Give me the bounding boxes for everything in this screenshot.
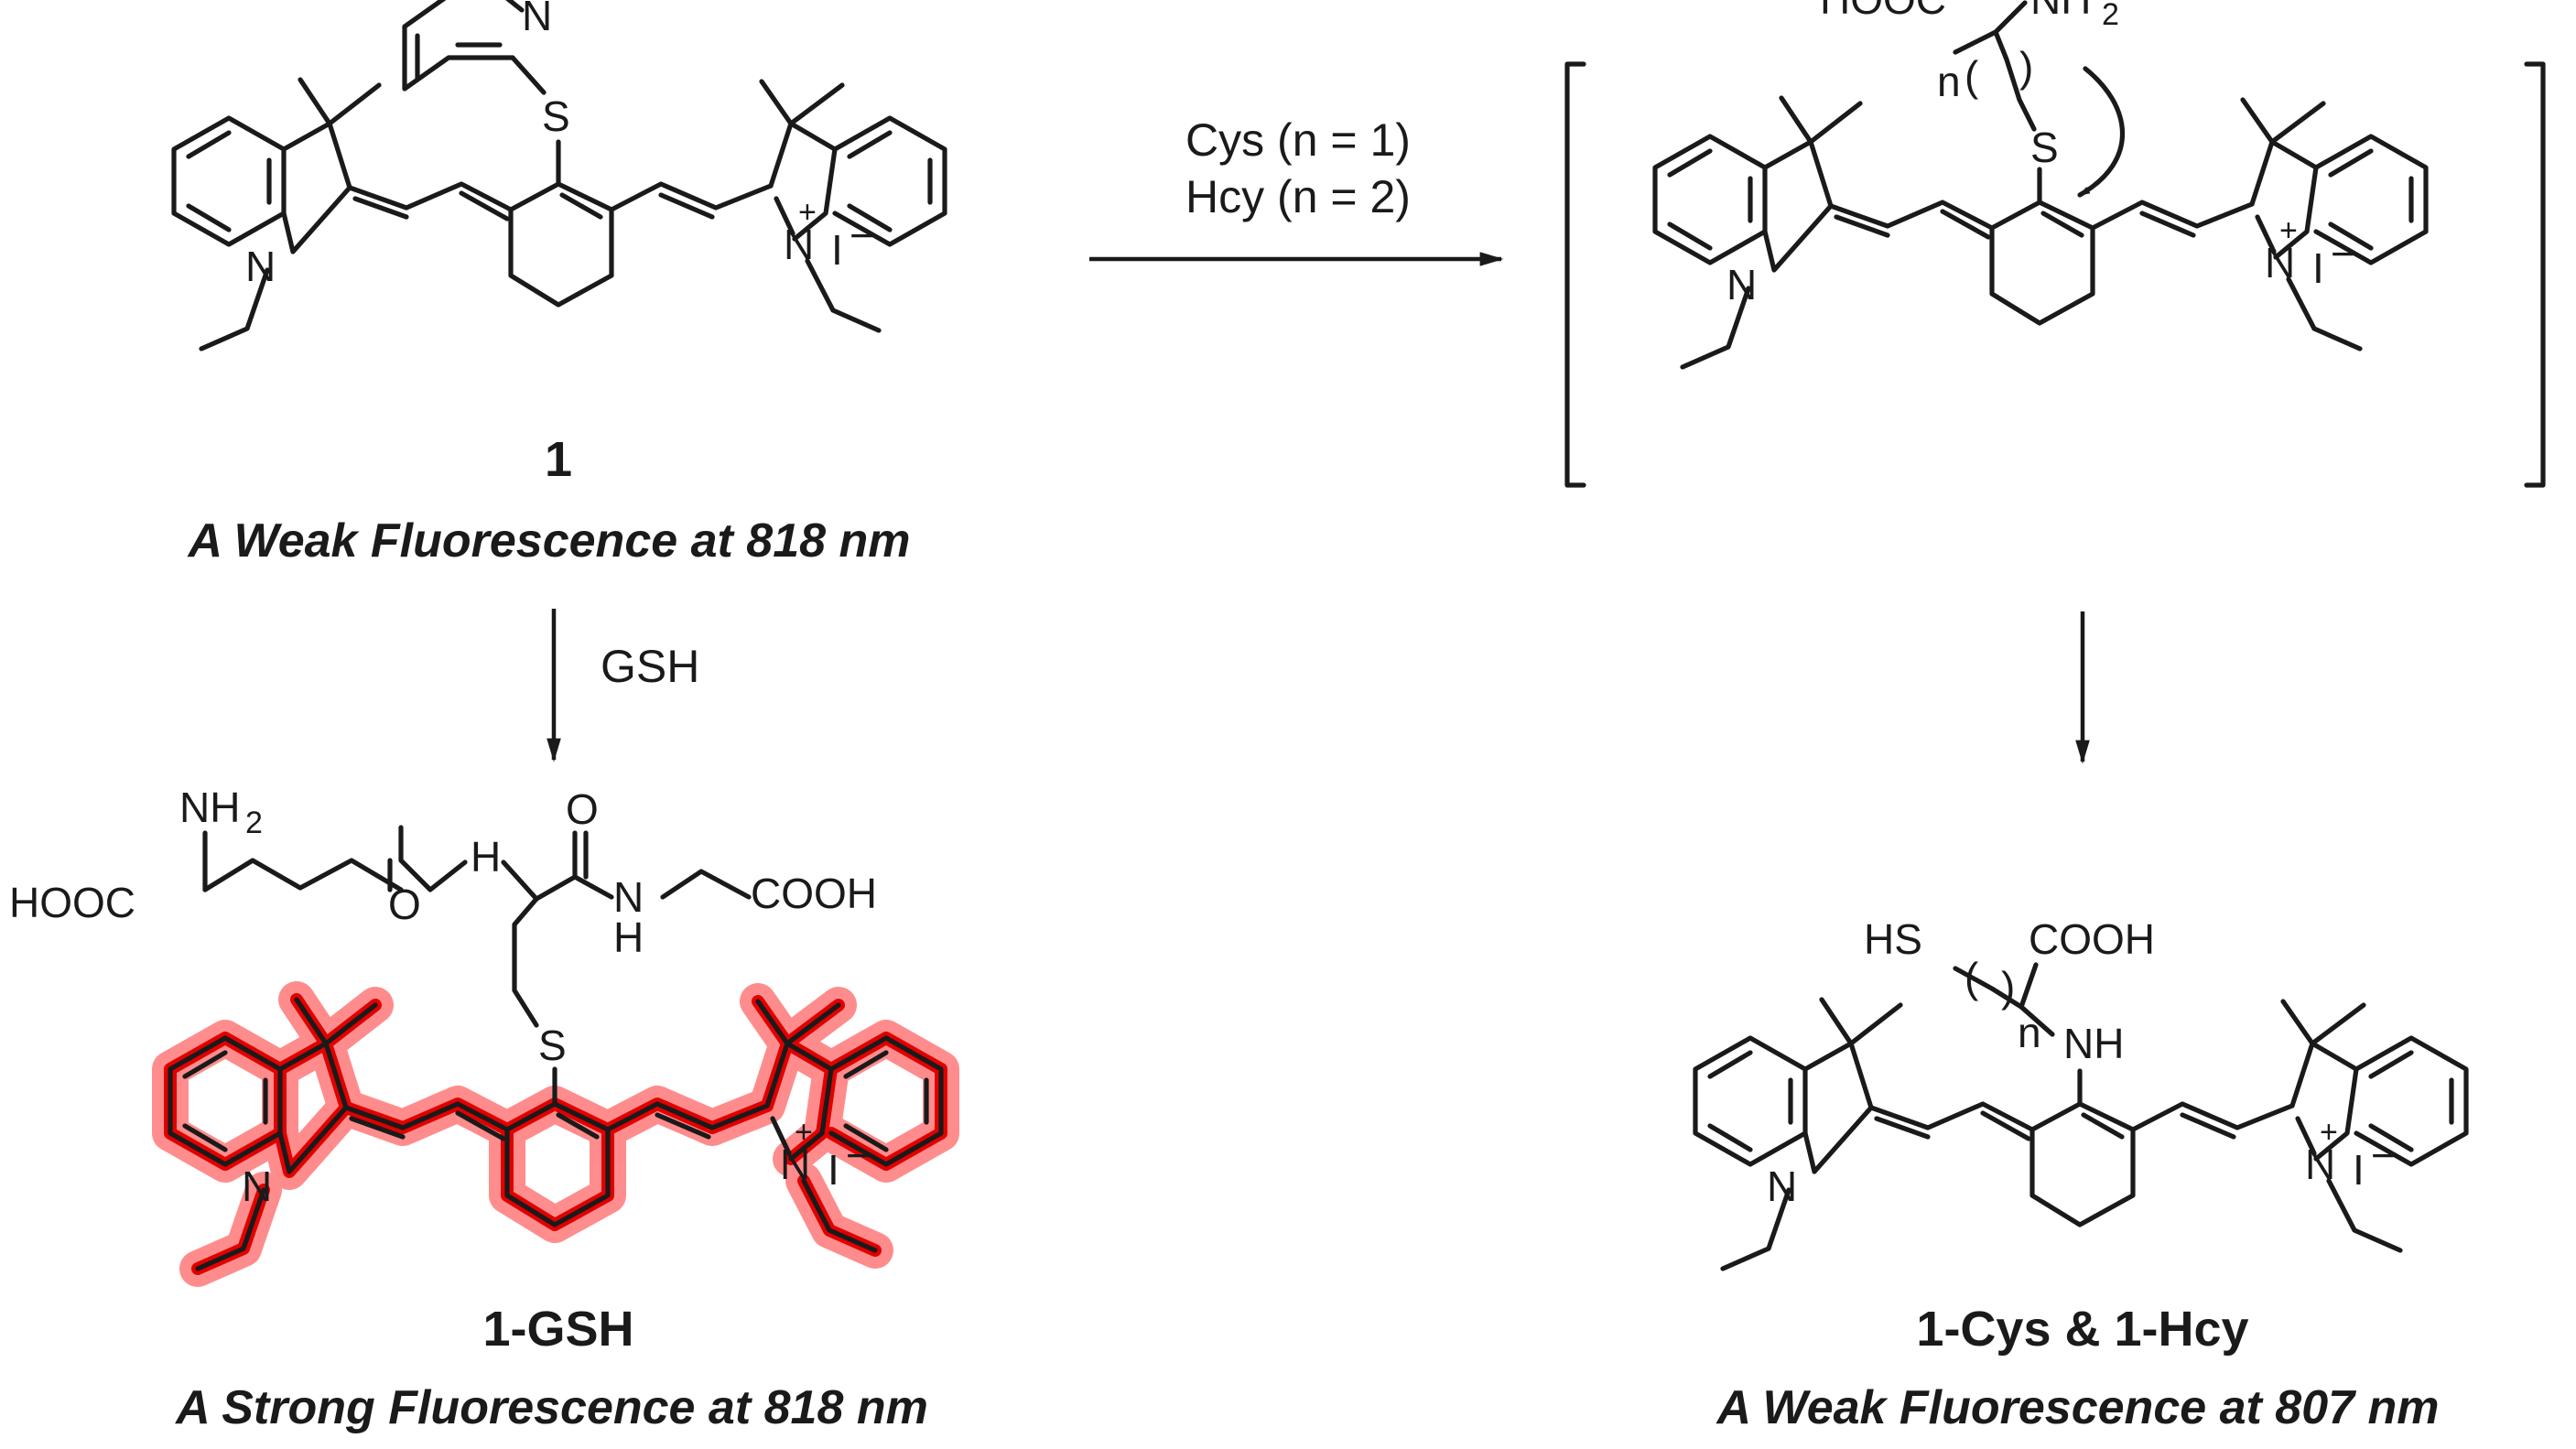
- amide-oxygen-left: O: [388, 881, 421, 928]
- iodide-charge: −: [846, 1131, 871, 1179]
- compound-1-cys-structure: NH COOH HS ( ) n N N + I −: [1695, 915, 2466, 1269]
- positive-charge: +: [2279, 213, 2298, 248]
- amine-group: NH: [2030, 0, 2091, 23]
- compound-1-structure: S N N N + I −: [174, 0, 945, 349]
- indolium-nitrogen-right: N: [780, 1141, 810, 1188]
- thiol-group: HS: [1864, 915, 1922, 963]
- amide-nh-left: H: [471, 833, 501, 881]
- indolium-nitrogen-right: N: [2305, 1141, 2335, 1188]
- sulfur-atom: S: [2030, 124, 2059, 171]
- reagent-cys: Cys (n = 1): [1185, 114, 1411, 166]
- amine-subscript: 2: [2102, 0, 2119, 32]
- amide-nitrogen-right: N: [613, 873, 644, 921]
- sulfur-atom: S: [542, 92, 570, 140]
- paren-close: ): [2001, 963, 2015, 1011]
- amine-group: NH: [179, 784, 240, 831]
- paren-open: (: [1964, 52, 1979, 100]
- iodide-charge: −: [2331, 230, 2355, 277]
- chain-length-n: n: [2018, 1009, 2041, 1056]
- iodide-counterion: I: [2312, 244, 2324, 292]
- pyridine-nitrogen: N: [522, 0, 552, 39]
- iodide-counterion: I: [2353, 1146, 2365, 1194]
- iodide-charge: −: [850, 211, 874, 259]
- compound-1-gsh-structure: S H N O O N H COOH HOOC NH 2 N N + I −: [9, 784, 941, 1269]
- compound-1-cys-label: 1-Cys & 1-Hcy: [1916, 1302, 2248, 1357]
- indole-nitrogen-left: N: [245, 243, 276, 290]
- indole-nitrogen-left: N: [242, 1162, 272, 1210]
- hooc-group: HOOC: [1820, 0, 1946, 23]
- compound-1-caption: A Weak Fluorescence at 818 nm: [186, 514, 910, 568]
- compound-1-gsh-label: 1-GSH: [482, 1302, 633, 1357]
- amine-subscript: 2: [245, 806, 263, 840]
- intermediate-bracket: [1564, 61, 2546, 488]
- compound-1-gsh-caption: A Strong Fluorescence at 818 nm: [174, 1381, 928, 1434]
- compound-1-label: 1: [545, 432, 572, 487]
- positive-charge: +: [795, 1115, 813, 1150]
- amide-h-right: H: [613, 914, 644, 961]
- amide-oxygen-right: O: [566, 785, 599, 833]
- indolium-nitrogen-right: N: [784, 221, 814, 268]
- indolium-nitrogen-right: N: [2265, 239, 2295, 287]
- sulfur-atom: S: [538, 1022, 567, 1069]
- positive-charge: +: [2320, 1115, 2338, 1150]
- iodide-charge: −: [2371, 1131, 2396, 1179]
- indole-nitrogen-left: N: [1726, 261, 1757, 308]
- amine-nh: NH: [2063, 1020, 2124, 1067]
- intermediate-structure: S HOOC NH 2 n ( ) N N + I −: [1655, 0, 2426, 367]
- chain-length-n: n: [1937, 58, 1961, 105]
- positive-charge: +: [798, 195, 817, 230]
- reagent-gsh: GSH: [601, 641, 699, 692]
- hooc-glutamate: HOOC: [9, 879, 135, 926]
- iodide-counterion: I: [828, 1146, 839, 1194]
- cooh-glycine: COOH: [751, 870, 877, 917]
- paren-open: (: [1964, 954, 1979, 1001]
- iodide-counterion: I: [831, 226, 843, 274]
- compound-1-cys-caption: A Weak Fluorescence at 807 nm: [1715, 1381, 2439, 1434]
- indole-nitrogen-left: N: [1767, 1162, 1797, 1210]
- paren-close: ): [2019, 43, 2033, 91]
- reagent-hcy: Hcy (n = 2): [1185, 171, 1411, 222]
- cooh-group: COOH: [2029, 915, 2155, 963]
